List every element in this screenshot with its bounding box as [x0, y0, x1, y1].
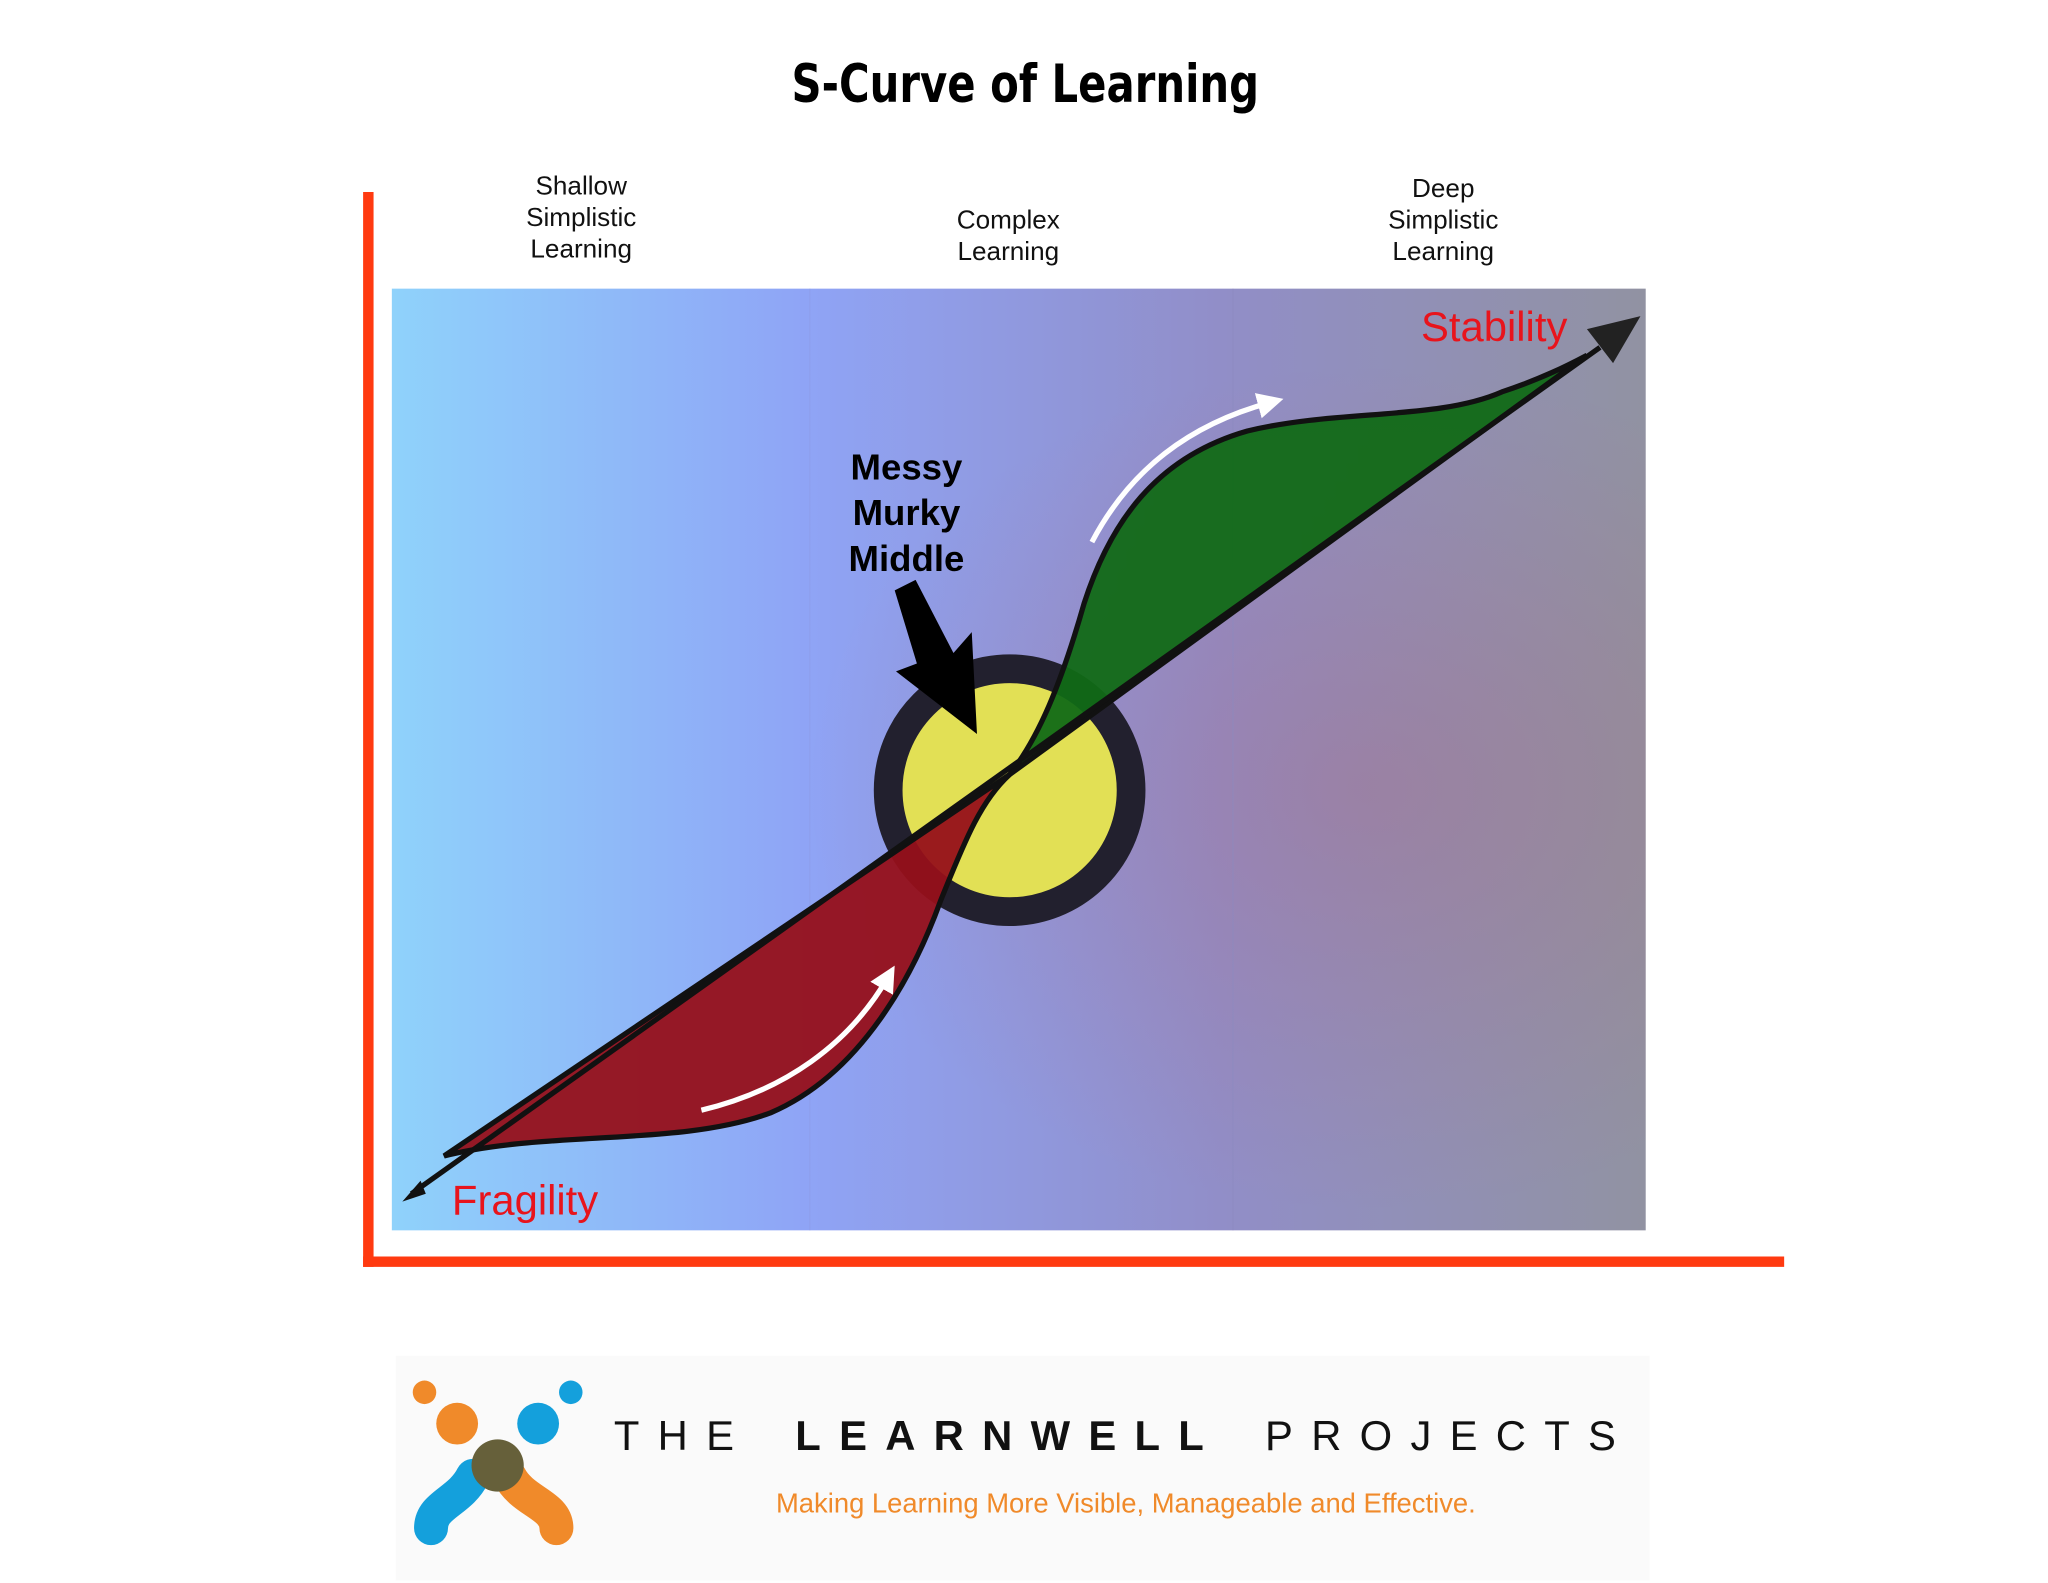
svg-text:Complex: Complex	[957, 205, 1060, 235]
svg-text:Simplistic: Simplistic	[526, 202, 636, 232]
learnwell-logo: THE LEARNWELL PROJECTS Making Learning M…	[395, 1355, 1650, 1581]
logo-mark	[412, 1380, 583, 1546]
messy-murky-middle-label: Messy Murky Middle	[849, 446, 965, 578]
column-label-complex: Complex Learning	[957, 205, 1060, 266]
callout-arrow	[894, 579, 977, 735]
curve-arrow-lower	[700, 965, 895, 1113]
fragility-arrowhead	[402, 1180, 426, 1202]
diagonal-line	[409, 345, 1602, 1196]
svg-text:Middle: Middle	[849, 538, 965, 579]
fragility-label: Fragility	[452, 1177, 598, 1224]
page-title: S-Curve of Learning	[792, 54, 1260, 115]
column-label-shallow: Shallow Simplistic Learning	[526, 171, 636, 264]
svg-text:Shallow: Shallow	[536, 171, 628, 201]
stability-arrowhead	[1586, 316, 1641, 364]
logo-learnwell: LEARNWELL	[795, 1412, 1222, 1459]
stability-label: Stability	[1421, 303, 1567, 350]
column-label-deep: Deep Simplistic Learning	[1388, 173, 1498, 266]
curve-arrow-upper	[1089, 393, 1284, 544]
svg-text:Murky: Murky	[853, 492, 961, 533]
svg-text:Learning: Learning	[1392, 236, 1494, 266]
svg-text:Simplistic: Simplistic	[1388, 205, 1498, 235]
svg-text:Deep: Deep	[1412, 173, 1474, 203]
logo-tagline: Making Learning More Visible, Manageable…	[776, 1487, 1476, 1518]
svg-text:Messy: Messy	[851, 446, 963, 487]
svg-text:THE LEARNWELL PROJ: THE LEARNWELL PROJECTS	[614, 1412, 1634, 1459]
svg-text:Learning: Learning	[958, 236, 1060, 266]
logo-the: THE	[614, 1412, 752, 1459]
logo-projects: PROJECTS	[1265, 1412, 1634, 1459]
svg-text:Learning: Learning	[530, 233, 632, 263]
